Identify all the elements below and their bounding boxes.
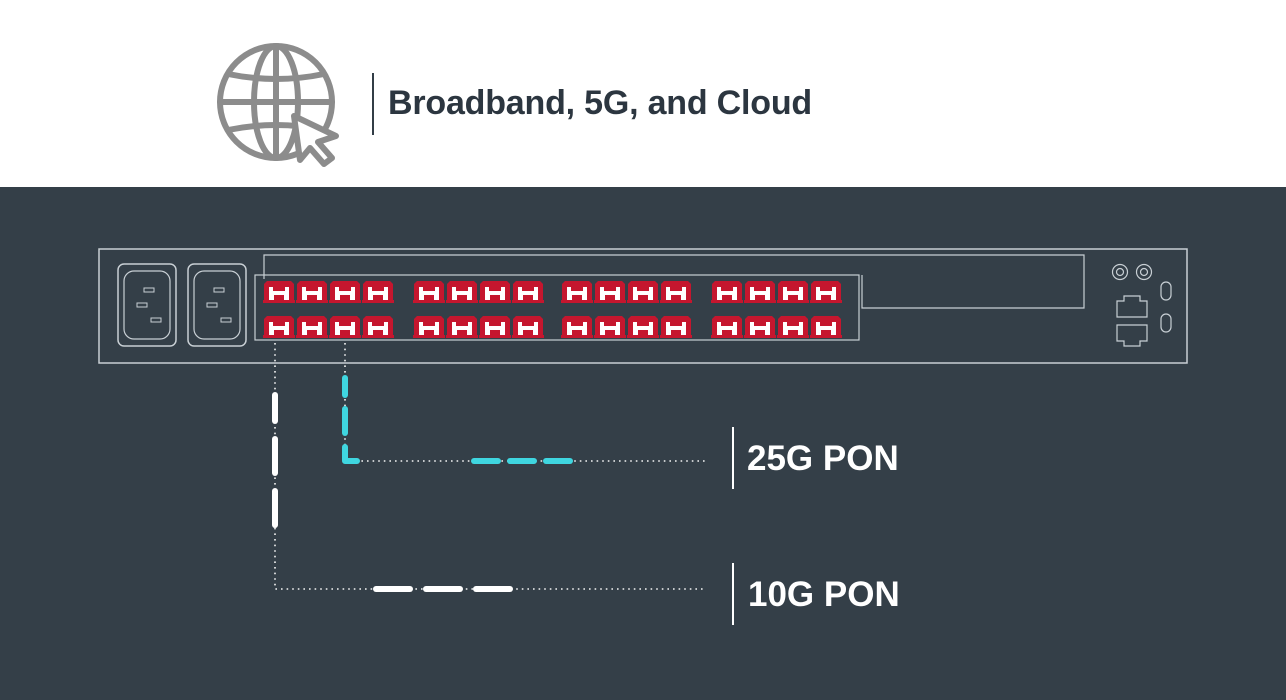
sfp-port xyxy=(512,316,544,338)
header-bar: Broadband, 5G, and Cloud xyxy=(0,0,1286,187)
sfp-port xyxy=(329,316,361,338)
sfp-port xyxy=(296,281,328,303)
sfp-port xyxy=(744,281,776,303)
sfp-port xyxy=(744,316,776,338)
label-divider-10g xyxy=(732,563,734,625)
power-inlet xyxy=(117,263,177,347)
sfp-port xyxy=(711,316,743,338)
sfp-port xyxy=(446,281,478,303)
sfp-port xyxy=(362,281,394,303)
header-divider xyxy=(372,73,374,135)
sfp-port xyxy=(479,316,511,338)
link-10g-pon xyxy=(272,343,706,592)
sfp-port xyxy=(777,316,809,338)
sfp-port xyxy=(594,316,626,338)
ethernet-port xyxy=(1116,295,1148,318)
sfp-port xyxy=(594,281,626,303)
line-card-slot xyxy=(263,254,1085,309)
sfp-port xyxy=(296,316,328,338)
link-25g-pon xyxy=(342,343,706,464)
label-10g-pon: 10G PON xyxy=(748,575,900,614)
led-indicator xyxy=(1135,263,1153,281)
page-title: Broadband, 5G, and Cloud xyxy=(388,84,812,122)
olt-diagram xyxy=(98,248,1188,592)
sfp-port xyxy=(512,281,544,303)
sfp-port xyxy=(263,281,295,303)
sfp-port xyxy=(263,316,295,338)
sfp-port xyxy=(810,281,842,303)
led-indicator xyxy=(1111,263,1129,281)
sfp-port xyxy=(660,281,692,303)
sfp-port-array xyxy=(263,281,842,338)
diagram-panel xyxy=(0,187,1286,700)
ethernet-port xyxy=(1116,324,1148,347)
sfp-port xyxy=(561,281,593,303)
sfp-port xyxy=(446,316,478,338)
sfp-port xyxy=(362,316,394,338)
globe-cursor-icon xyxy=(217,43,339,167)
sfp-port xyxy=(413,281,445,303)
sfp-port xyxy=(777,281,809,303)
management-ports xyxy=(1111,263,1172,347)
label-divider-25g xyxy=(732,427,734,489)
sfp-port xyxy=(329,281,361,303)
port-panel xyxy=(254,274,860,341)
power-inlet xyxy=(187,263,247,347)
sfp-port xyxy=(627,281,659,303)
sfp-port xyxy=(810,316,842,338)
sfp-port xyxy=(627,316,659,338)
sfp-port xyxy=(561,316,593,338)
usb-port xyxy=(1160,313,1172,333)
sfp-port xyxy=(413,316,445,338)
usb-port xyxy=(1160,281,1172,301)
sfp-port xyxy=(711,281,743,303)
olt-chassis xyxy=(98,248,1188,364)
sfp-port xyxy=(479,281,511,303)
label-25g-pon: 25G PON xyxy=(747,439,899,478)
sfp-port xyxy=(660,316,692,338)
